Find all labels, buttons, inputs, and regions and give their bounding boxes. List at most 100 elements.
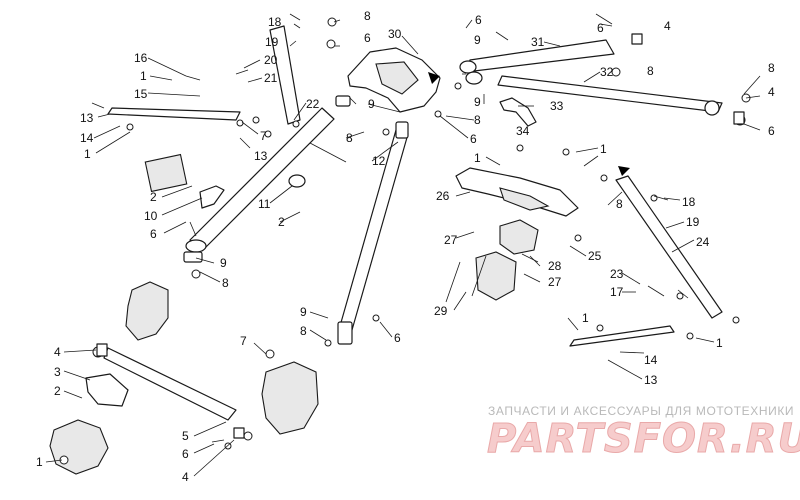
callout-6: 6 [475,13,482,27]
callout-28: 28 [548,259,562,273]
callout-2: 2 [278,215,285,229]
bottom-left-motor [49,419,109,475]
callout-1: 1 [36,455,43,469]
callout-7: 7 [260,129,267,143]
callout-12: 12 [372,154,386,168]
callout-1: 1 [600,142,607,156]
nut-icon [686,332,694,340]
bracket-33 [499,97,537,127]
callout-31: 31 [531,35,545,49]
upper-cross-tube-32 [497,75,723,113]
callout-9: 9 [474,95,481,109]
direction-arrow-icon [428,72,440,84]
bushing-9-lower [465,71,483,85]
callout-6: 6 [597,21,604,35]
callout-1: 1 [140,69,147,83]
callout-13: 13 [644,373,658,387]
bracket-22 [335,95,351,107]
callout-34: 34 [516,124,530,138]
callout-1: 1 [582,311,589,325]
callout-8: 8 [364,9,371,23]
tube-lower-clamp [337,321,353,345]
callout-27: 27 [548,275,562,289]
cap-4 [733,111,745,125]
bushing-9-upper [459,60,477,74]
callout-8: 8 [768,61,775,75]
callout-33: 33 [550,99,564,113]
watermark-logo: PARTSFOR.RU [486,416,800,463]
callout-4: 4 [54,345,61,359]
callout-2: 2 [150,190,157,204]
tube-end-32 [704,100,720,116]
tube-end-clamp [185,239,207,253]
callout-9: 9 [474,33,481,47]
upper-left-crossbar [107,107,241,121]
tube-upper-clamp [395,121,409,139]
cap-4 [631,33,643,45]
callout-9: 9 [368,97,375,111]
callout-6: 6 [394,331,401,345]
callout-1: 1 [474,151,481,165]
lower-cross-tube [103,347,237,421]
callout-14: 14 [644,353,658,367]
nut-icon [236,119,244,127]
callout-17: 17 [610,285,624,299]
callout-26: 26 [436,189,450,203]
direction-arrow-icon [618,166,630,176]
callout-labels: 18 19 8 6 30 6 9 31 6 4 8 32 8 4 6 9 33 … [36,9,775,484]
grommet-11 [288,174,306,188]
callout-4: 4 [664,19,671,33]
callout-9: 9 [300,305,307,319]
callout-22: 22 [306,97,320,111]
bracket-detail [375,61,419,95]
callout-5: 5 [182,429,189,443]
callout-3: 3 [54,365,61,379]
right-lower-crossbar [569,325,675,347]
callout-18: 18 [268,15,282,29]
callout-4: 4 [768,85,775,99]
callout-14: 14 [80,131,94,145]
upper-left-strut [269,25,301,125]
callout-6: 6 [182,447,189,461]
callout-6: 6 [470,132,477,146]
callout-16: 16 [134,51,148,65]
callout-13: 13 [254,149,268,163]
callout-6: 6 [364,31,371,45]
bolt-group [91,13,689,443]
callout-9: 9 [220,256,227,270]
callout-8: 8 [616,197,623,211]
callout-13: 13 [80,111,94,125]
callout-20: 20 [264,53,278,67]
nut-icon [126,123,134,131]
callout-18: 18 [682,195,696,209]
callout-8: 8 [474,113,481,127]
callout-24: 24 [696,235,710,249]
callout-2: 2 [54,384,61,398]
callout-8: 8 [222,276,229,290]
callout-15: 15 [134,87,148,101]
callout-8: 8 [647,64,654,78]
callout-8: 8 [300,324,307,338]
callout-6: 6 [150,227,157,241]
callout-27: 27 [444,233,458,247]
callout-21: 21 [264,71,278,85]
callout-19: 19 [265,35,279,49]
callout-23: 23 [610,267,624,281]
callout-19: 19 [686,215,700,229]
cap-4 [233,427,245,439]
fastener-group [59,17,751,465]
callout-4: 4 [182,470,189,484]
right-side-strut [615,175,723,319]
callout-25: 25 [588,249,602,263]
watermark-tagline: ЗАПЧАСТИ И АКСЕССУАРЫ ДЛЯ МОТОТЕХНИКИ [488,404,795,418]
callout-30: 30 [388,27,402,41]
callout-1: 1 [84,147,91,161]
tube-clamp-9 [183,251,203,263]
leader-lines [45,19,761,477]
bracket-10 [199,185,225,209]
callout-11: 11 [258,197,271,211]
frame-detail [499,187,550,211]
bracket-3 [85,373,129,407]
